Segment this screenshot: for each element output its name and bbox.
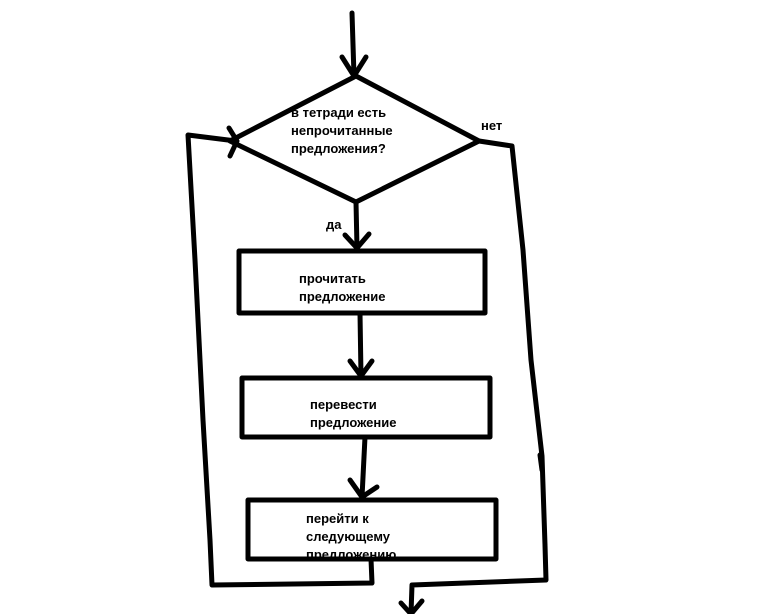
- yes-connector: [353, 199, 360, 251]
- no-label: нет: [481, 118, 503, 133]
- step-read-text: прочитать предложение: [299, 271, 386, 304]
- loop-back-arrowhead: [226, 125, 240, 159]
- decision-text: в тетради есть непрочитанные предложения…: [291, 105, 393, 156]
- exit-arrowhead: [398, 598, 425, 614]
- no-path-tick: [537, 452, 545, 473]
- arrowhead-translate-next: [347, 477, 380, 500]
- connector-translate-next: [359, 434, 368, 500]
- loop-back-line: [185, 132, 375, 588]
- connector-read-translate: [357, 310, 364, 379]
- step-next-text: перейти к следующему предложению: [306, 511, 397, 558]
- entry-connector: [349, 10, 357, 79]
- yes-arrowhead: [342, 231, 372, 251]
- step-translate-text: перевести предложение: [310, 397, 397, 430]
- yes-label: да: [326, 217, 342, 232]
